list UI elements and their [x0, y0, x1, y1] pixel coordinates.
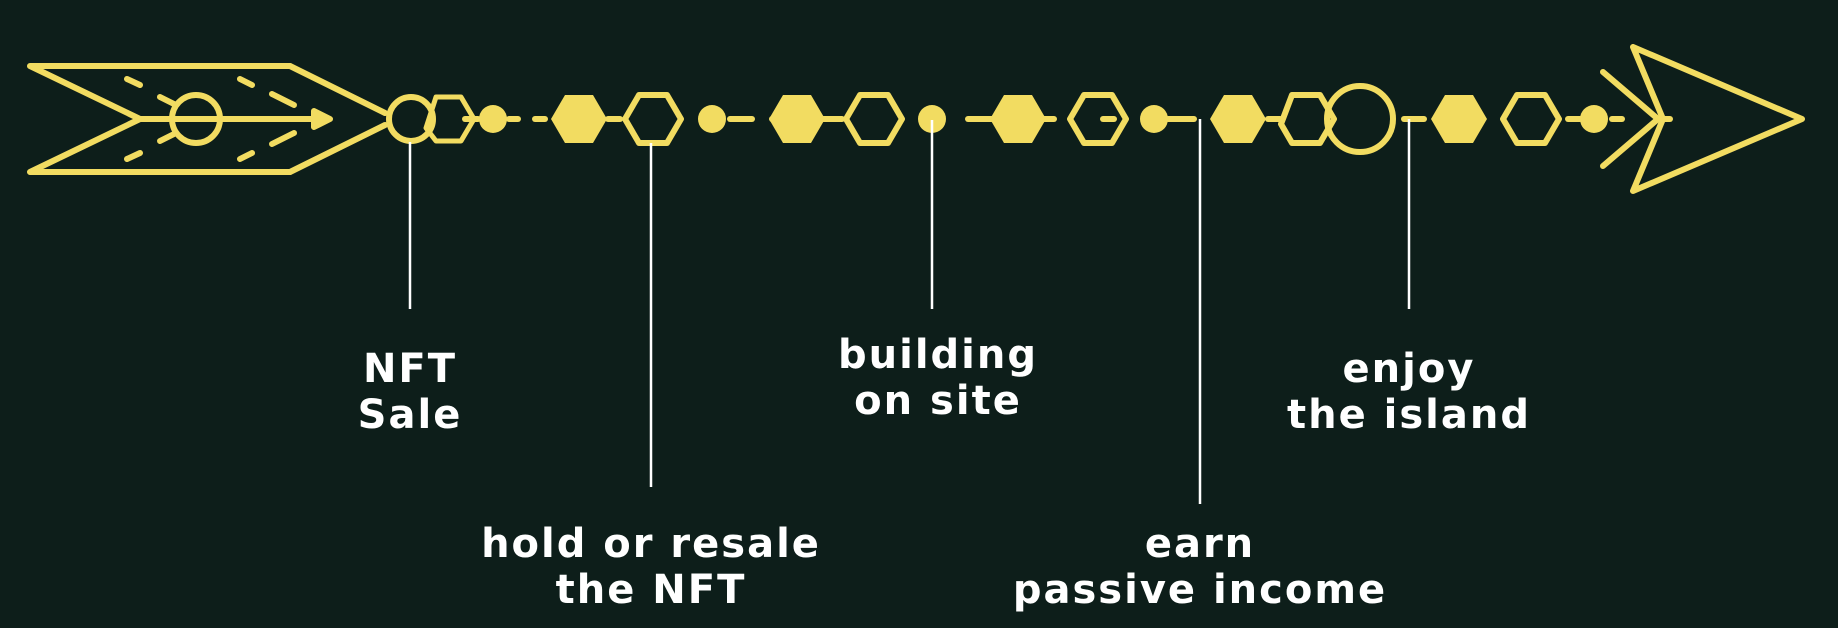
step-label-line: the NFT — [555, 567, 747, 613]
step-label-enjoy-the-island: enjoy the island — [1287, 346, 1531, 438]
arrow-fletching-icon — [27, 63, 388, 175]
outline-hexagons — [423, 92, 1562, 146]
step-label-line: NFT — [362, 346, 458, 392]
step-label-line: hold or resale — [481, 521, 821, 567]
step-label-line: building — [838, 332, 1038, 378]
step-label-line: passive income — [1012, 567, 1388, 613]
step-label-line: Sale — [357, 392, 463, 438]
step-label-building-on-site: building on site — [838, 332, 1038, 424]
step-label-nft-sale: NFT Sale — [358, 346, 463, 438]
step-label-hold-or-resale: hold or resale the NFT — [481, 521, 821, 613]
step-label-earn-passive-income: earn passive income — [1013, 521, 1387, 613]
nft-sale-node-circle — [386, 94, 436, 144]
step-label-line: the island — [1287, 392, 1531, 438]
enjoy-node-circle — [1324, 83, 1396, 155]
step-label-line: on site — [854, 378, 1022, 424]
connector-lines — [408, 119, 1411, 504]
step-label-line: enjoy — [1342, 346, 1476, 392]
step-label-line: earn — [1144, 521, 1256, 567]
arrow-head-icon — [1600, 44, 1805, 194]
